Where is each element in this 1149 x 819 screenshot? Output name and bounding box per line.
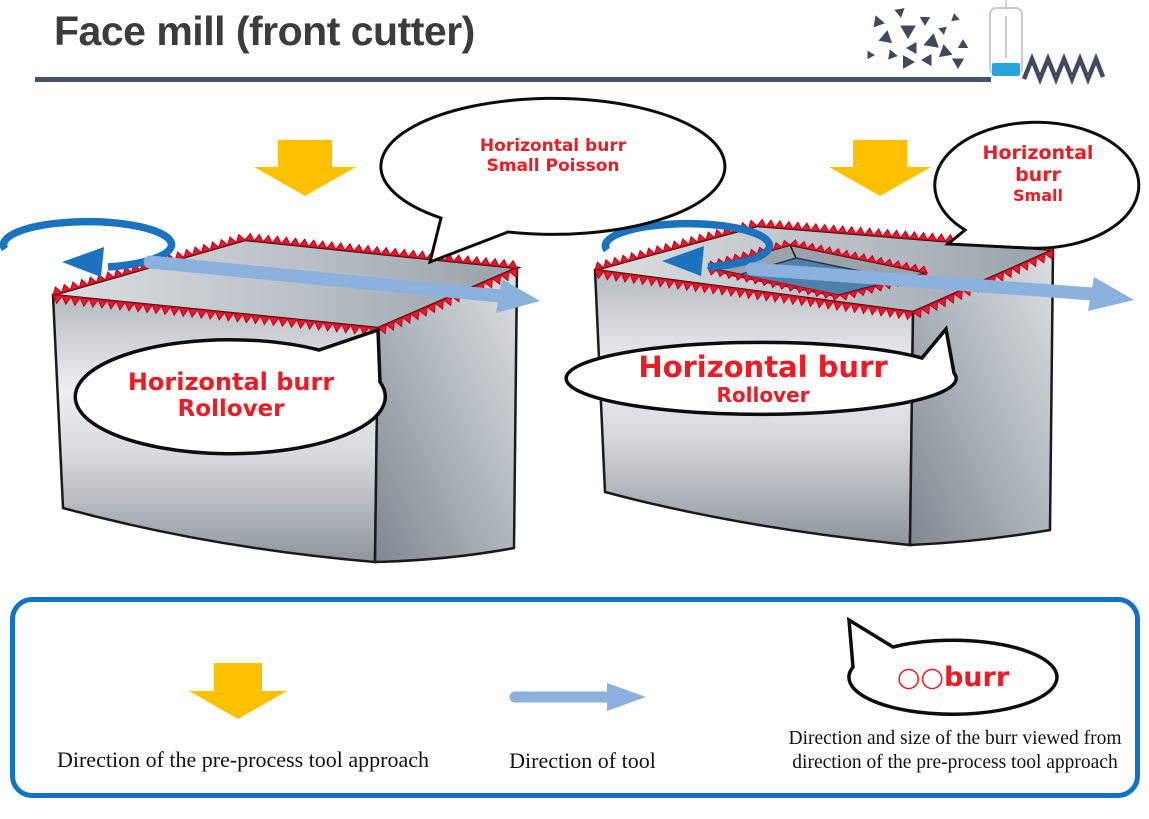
chip-triangle <box>903 55 915 69</box>
legend-burr-caption: Direction and size of the burr viewed fr… <box>740 727 1149 776</box>
burr-edge <box>244 232 518 269</box>
burr-label: Horizontal burr <box>127 368 335 396</box>
burr-word: burr <box>943 662 1010 693</box>
chip-triangle <box>938 26 947 35</box>
burr-type-label: Small <box>1013 185 1063 205</box>
burr-edge <box>707 267 842 301</box>
tool-direction-arrow-left <box>143 255 540 313</box>
burr-edge <box>788 239 928 274</box>
chip-triangle <box>888 49 898 60</box>
burr-label: Horizontal <box>982 142 1094 164</box>
burr-placeholder-circles: ○○ <box>896 662 944 693</box>
burr-edge <box>594 269 914 321</box>
legend-burr-bubble-text: ○○burr <box>850 662 1056 693</box>
tool-direction-arrow-right <box>745 262 1134 311</box>
chips-tool-icon <box>867 0 1106 86</box>
burr-edge <box>377 267 518 335</box>
burr-type-label: Rollover <box>177 396 285 423</box>
burr-label-2: burr <box>1015 164 1061 187</box>
burr-label: Horizontal burr <box>638 350 888 384</box>
right-block-right-face <box>908 248 1055 547</box>
callout-bubble-right-top <box>933 120 1141 250</box>
right-top-bubble-text: Horizontal burr Small <box>942 142 1134 206</box>
pre-process-arrow-icon-right <box>829 140 931 196</box>
callout-bubble-left-side <box>73 327 388 456</box>
chip-triangle <box>957 39 969 48</box>
page-title: Face mill (front cutter) <box>54 8 475 54</box>
burr-type-label: Small Poisson <box>486 156 620 177</box>
chip-triangle <box>951 58 965 69</box>
chip-triangle <box>873 15 885 28</box>
burr-edge <box>52 294 379 337</box>
chip-triangle <box>921 53 932 67</box>
legend-tool-caption: Direction of tool <box>509 748 656 773</box>
chip-triangle <box>906 41 917 55</box>
legend-pre-process-caption: Direction of the pre-process tool approa… <box>56 747 430 772</box>
legend-burr-caption-line2: direction of the pre-process tool approa… <box>792 752 1118 774</box>
burr-type-label: Rollover <box>716 383 810 408</box>
chip-triangle <box>919 17 931 26</box>
callout-bubble-left-top <box>379 96 727 265</box>
tool-blue-tip <box>992 63 1020 76</box>
title-underline <box>35 77 991 82</box>
legend-pre-process-arrow-icon <box>189 663 287 719</box>
pre-process-arrow-icon-left <box>254 140 356 196</box>
rotation-arrow-icon-right <box>601 219 774 276</box>
chip-triangle <box>900 25 916 39</box>
machined-zigzag-line <box>1021 52 1106 86</box>
chip-triangle <box>938 44 953 58</box>
chip-triangle <box>867 50 875 60</box>
chip-triangle <box>894 8 905 18</box>
chip-triangle <box>923 33 939 48</box>
callout-bubble-right-side <box>564 324 958 417</box>
left-block-right-face <box>373 266 519 564</box>
chip-triangle <box>878 30 893 44</box>
legend-burr-caption-line1: Direction and size of the burr viewed fr… <box>788 728 1122 749</box>
burr-label: Horizontal burr <box>479 136 627 156</box>
left-side-bubble-text: Horizontal burr Rollover <box>80 368 382 423</box>
chip-triangle <box>951 13 960 22</box>
chips-triangles <box>867 8 969 69</box>
left-top-bubble-text: Horizontal burr Small Poisson <box>382 136 724 176</box>
right-side-bubble-text: Horizontal burr Rollover <box>570 350 956 408</box>
legend-burr-bubble <box>846 616 1059 716</box>
legend-box <box>10 597 1140 798</box>
legend-tool-direction-arrow-icon <box>509 683 646 711</box>
